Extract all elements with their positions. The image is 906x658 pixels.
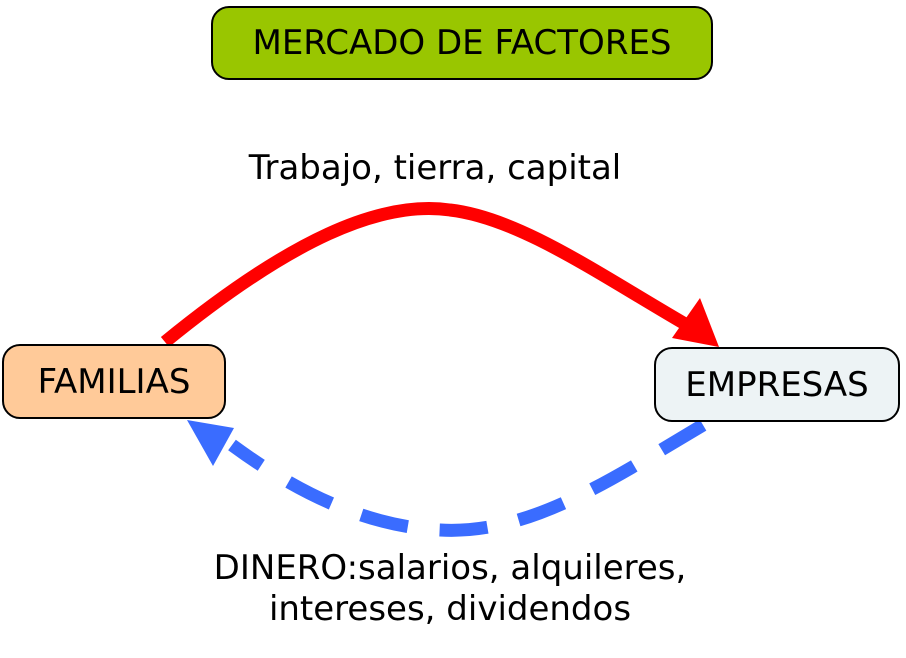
title-box: MERCADO DE FACTORES [211,6,713,80]
title-text: MERCADO DE FACTORES [252,23,672,63]
money-flow-arrowhead [187,420,234,466]
money-flow-arrow [228,419,707,537]
real-flow-arrow [160,202,696,348]
real-flow-label: Trabajo, tierra, capital [248,148,622,188]
money-flow-label-line1: DINERO:salarios, alquileres, [213,548,687,588]
familias-node: FAMILIAS [2,344,226,419]
empresas-label: EMPRESAS [685,364,869,405]
familias-label: FAMILIAS [37,361,191,402]
real-flow-arrowhead [672,298,719,347]
money-flow-label: DINERO:salarios, alquileres, intereses, … [150,548,750,630]
empresas-node: EMPRESAS [654,347,900,422]
money-flow-label-line2: intereses, dividendos [268,589,632,629]
